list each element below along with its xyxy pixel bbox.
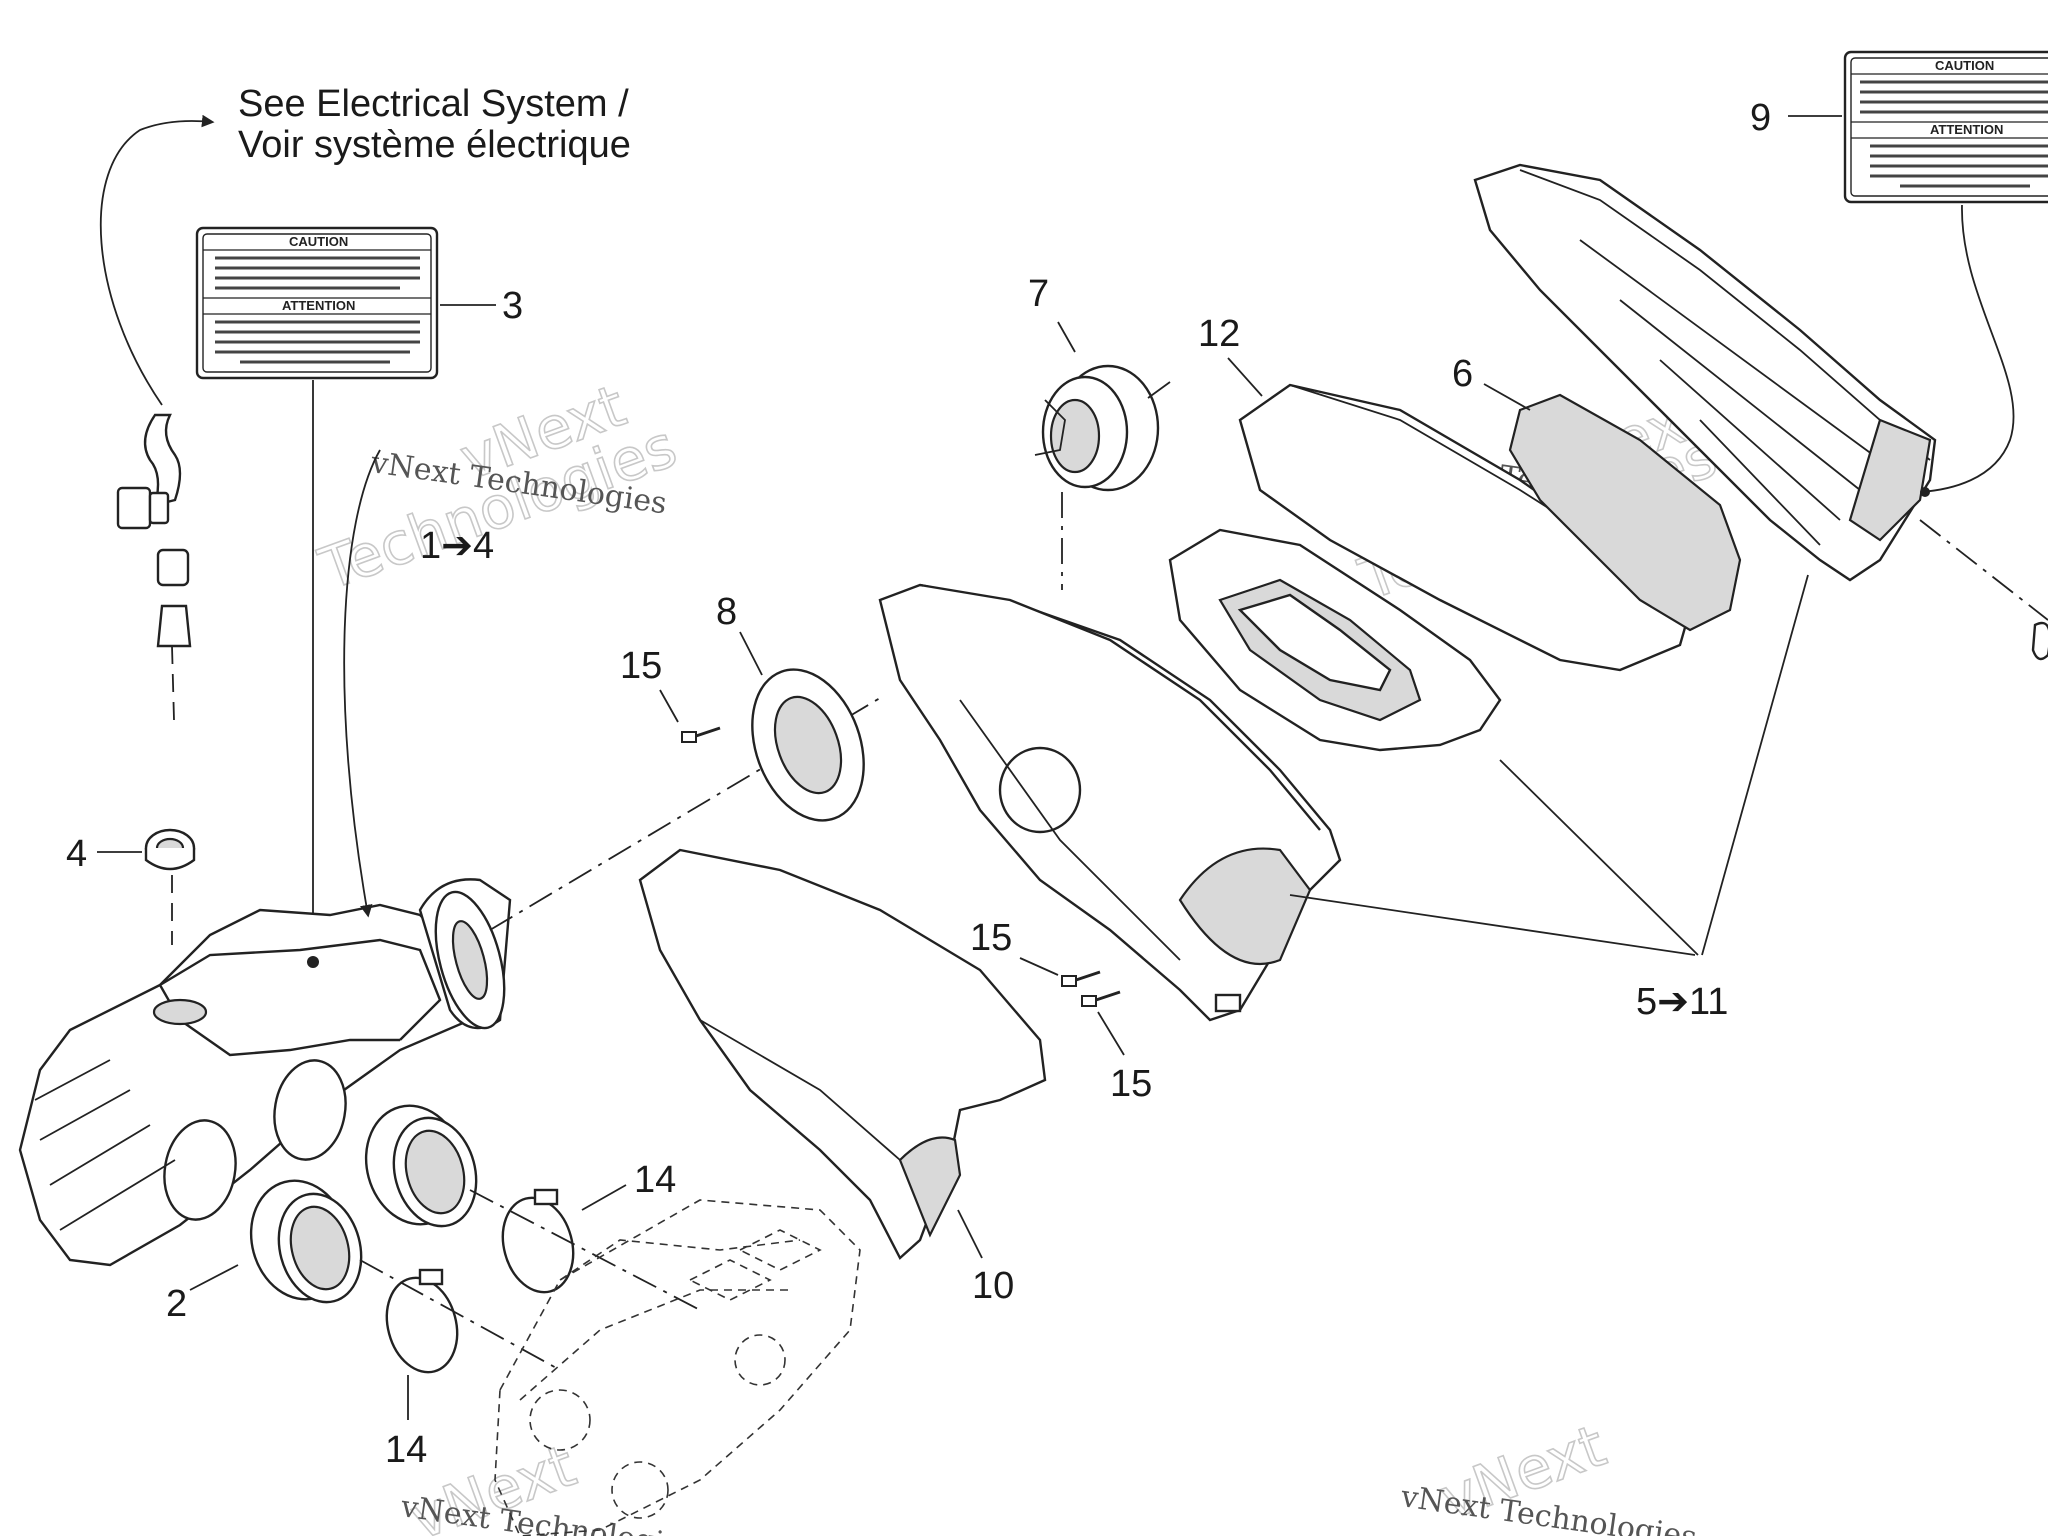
callout-5-to-11-group: 5➔11 xyxy=(1289,574,1809,1023)
cover-10: 10 xyxy=(638,848,1047,1307)
caution-decal-3: CAUTION ATTENTION 3 xyxy=(195,226,523,960)
reference-note-line2: Voir système électrique xyxy=(238,124,631,166)
callout-15-lower: 15 xyxy=(1110,1063,1152,1105)
grommet-4: 4 xyxy=(66,828,196,875)
adaptor-ring-2-upper xyxy=(364,1104,478,1228)
screw-15-middle: 15 xyxy=(970,917,1101,987)
callout-7: 7 xyxy=(1028,273,1049,315)
caution-decal-9: CAUTION ATTENTION 9 xyxy=(1750,50,2048,493)
cap-7: 7 xyxy=(1028,273,1171,590)
sensor-harness xyxy=(116,413,192,945)
filter-element xyxy=(1168,528,1502,752)
callout-14-lower: 14 xyxy=(385,1429,427,1471)
callout-2: 2 xyxy=(166,1283,187,1325)
reference-arrow xyxy=(99,114,215,406)
callout-14-upper: 14 xyxy=(634,1159,676,1201)
adaptor-ring-2: 2 xyxy=(166,1179,363,1325)
silencer-base-housing: 1➔4 xyxy=(18,449,881,1267)
callout-5-to-11: 5➔11 xyxy=(1636,981,1728,1023)
electrical-system-reference: See Electrical System / Voir système éle… xyxy=(99,83,631,406)
callout-1-to-4: 1➔4 xyxy=(420,525,494,567)
gasket-8: 8 xyxy=(716,591,865,822)
silencer-body xyxy=(878,583,1342,1022)
decal-caution-heading: CAUTION xyxy=(289,234,348,249)
foam-6: 6 xyxy=(1452,353,1742,632)
callout-15-upper: 15 xyxy=(620,645,662,687)
callout-3: 3 xyxy=(502,285,523,327)
callout-10: 10 xyxy=(972,1265,1014,1307)
callout-4: 4 xyxy=(66,833,87,875)
callout-15-middle: 15 xyxy=(970,917,1012,959)
engine-ghost-outline xyxy=(494,1199,861,1536)
screw-15-upper: 15 xyxy=(620,645,721,743)
callout-6: 6 xyxy=(1452,353,1473,395)
callout-9: 9 xyxy=(1750,97,1771,139)
decal-caution-heading: CAUTION xyxy=(1935,58,1994,73)
clamp-14-upper: 14 xyxy=(501,1159,676,1294)
screw-15-lower: 15 xyxy=(1081,990,1152,1105)
decal-attention-heading: ATTENTION xyxy=(1930,122,2003,137)
callout-12: 12 xyxy=(1198,313,1240,355)
clamp-14-lower: 14 xyxy=(385,1268,459,1471)
callout-8: 8 xyxy=(716,591,737,633)
decal-attention-heading: ATTENTION xyxy=(282,298,355,313)
silencer-top-housing xyxy=(1473,163,2048,661)
reference-note-line1: See Electrical System / xyxy=(238,83,629,125)
